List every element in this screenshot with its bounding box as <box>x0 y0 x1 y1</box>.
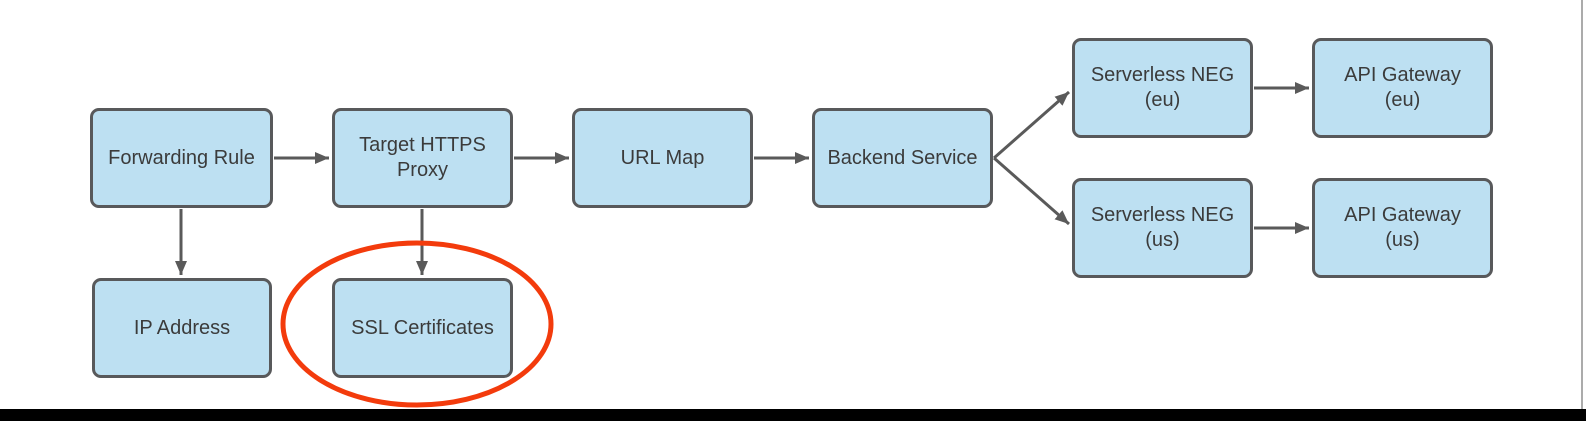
node-label: (eu) <box>1144 89 1181 111</box>
node-serverless-neg-eu: Serverless NEG (eu) <box>1072 38 1253 138</box>
node-ssl-certificates: SSL Certificates <box>332 278 513 378</box>
node-label: (eu) <box>1384 89 1421 111</box>
node-label: Forwarding Rule <box>108 146 255 169</box>
node-label: Serverless NEG <box>1090 204 1235 226</box>
node-forwarding-rule: Forwarding Rule <box>90 108 273 208</box>
node-label: (us) <box>1145 229 1180 251</box>
node-serverless-neg-us: Serverless NEG (us) <box>1072 178 1253 278</box>
node-label: SSL Certificates <box>351 316 494 339</box>
node-url-map: URL Map <box>572 108 753 208</box>
node-label: Proxy <box>396 159 449 181</box>
node-label: API Gateway <box>1344 204 1461 226</box>
node-backend-service: Backend Service <box>812 108 993 208</box>
node-api-gateway-eu: API Gateway (eu) <box>1312 38 1493 138</box>
arrow-backend-service-to-serverless-neg-us <box>993 156 1070 226</box>
highlight-ellipse <box>280 240 554 408</box>
node-label: IP Address <box>133 316 231 339</box>
node-label: Serverless NEG <box>1090 64 1235 86</box>
page-right-edge <box>1581 0 1583 421</box>
node-label: URL Map <box>620 146 705 169</box>
node-label: API Gateway <box>1344 64 1461 86</box>
bottom-black-bar <box>0 409 1586 421</box>
node-api-gateway-us: API Gateway (us) <box>1312 178 1493 278</box>
arrow-backend-service-to-serverless-neg-eu <box>993 90 1070 160</box>
node-ip-address: IP Address <box>92 278 272 378</box>
node-label: (us) <box>1385 229 1420 251</box>
node-label: Target HTTPS <box>359 134 486 156</box>
node-label: Backend Service <box>827 146 978 169</box>
node-target-https-proxy: Target HTTPS Proxy <box>332 108 513 208</box>
